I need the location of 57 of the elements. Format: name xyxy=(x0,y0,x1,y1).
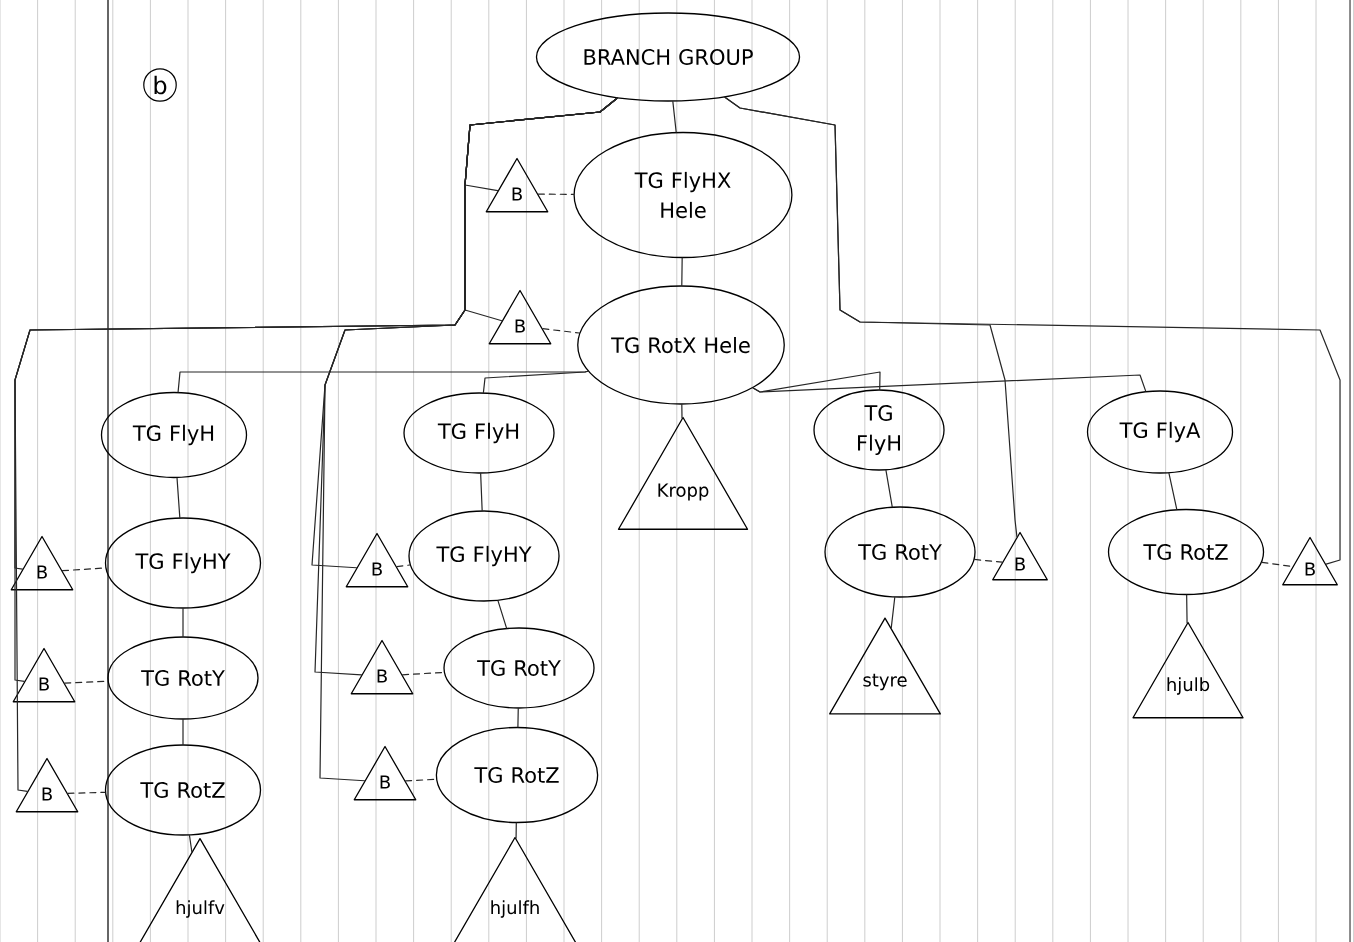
ellipse-node: TG RotY xyxy=(824,506,976,598)
ellipse-node: TG RotZ xyxy=(104,744,262,836)
connector-line xyxy=(752,374,1147,393)
ellipse-node: TG RotZ xyxy=(1107,508,1265,596)
triangle-node: B xyxy=(12,647,76,703)
connector-line xyxy=(1186,594,1188,624)
connector-line xyxy=(542,328,580,334)
connector-line xyxy=(515,822,517,839)
connector-line xyxy=(517,708,519,728)
triangle-node: B xyxy=(488,289,552,345)
triangle-node: hjulfv xyxy=(138,837,262,942)
connector-line xyxy=(319,97,618,782)
triangle-node: B xyxy=(10,535,74,591)
circled-label: b xyxy=(143,68,177,102)
ellipse-node: TG FlyH xyxy=(813,389,945,471)
connector-line xyxy=(396,564,411,568)
triangle-node: B xyxy=(485,157,549,213)
triangle-node: B xyxy=(345,532,409,588)
triangle-node: B xyxy=(350,639,414,695)
ellipse-node: TG RotY xyxy=(443,627,595,709)
connector-line xyxy=(1168,472,1178,510)
connector-line xyxy=(974,558,1003,563)
ellipse-node: TG RotZ xyxy=(435,726,599,824)
triangle-node: hjulb xyxy=(1132,621,1244,719)
ellipse-node: TG RotX Hele xyxy=(577,285,785,405)
connector-line xyxy=(182,608,184,637)
ellipse-node: TG FlyHY xyxy=(408,510,560,602)
ellipse-node: TG FlyHX Hele xyxy=(573,131,793,259)
ellipse-node: TG FlyA xyxy=(1086,390,1234,474)
connector-line xyxy=(482,370,589,394)
connector-line xyxy=(681,404,683,419)
connector-line xyxy=(188,834,193,853)
connector-line xyxy=(480,473,483,511)
ellipse-node: BRANCH GROUP xyxy=(535,12,801,102)
ellipse-node: TG FlyH xyxy=(403,392,555,474)
connector-line xyxy=(724,96,1341,565)
connector-line xyxy=(672,101,677,133)
ellipse-node: TG FlyHY xyxy=(104,517,262,609)
triangle-node: styre xyxy=(829,617,941,715)
connector-line xyxy=(681,257,683,286)
connector-line xyxy=(176,477,181,518)
triangle-node: Kropp xyxy=(617,416,749,530)
connector-line xyxy=(537,193,575,195)
connector-line xyxy=(890,596,896,629)
triangle-node: B xyxy=(353,745,417,801)
connector-line xyxy=(401,671,445,676)
connector-line xyxy=(497,600,508,629)
ellipse-node: TG RotY xyxy=(107,636,259,720)
triangle-node: hjulfh xyxy=(452,836,578,942)
connector-line xyxy=(182,719,184,745)
connector-line xyxy=(405,778,437,782)
triangle-node: B xyxy=(1282,536,1338,586)
triangle-node: B xyxy=(15,757,79,813)
triangle-node: B xyxy=(992,531,1048,581)
connector-line xyxy=(885,469,893,508)
connector-line xyxy=(67,791,106,794)
ellipse-node: TG FlyH xyxy=(100,391,248,479)
